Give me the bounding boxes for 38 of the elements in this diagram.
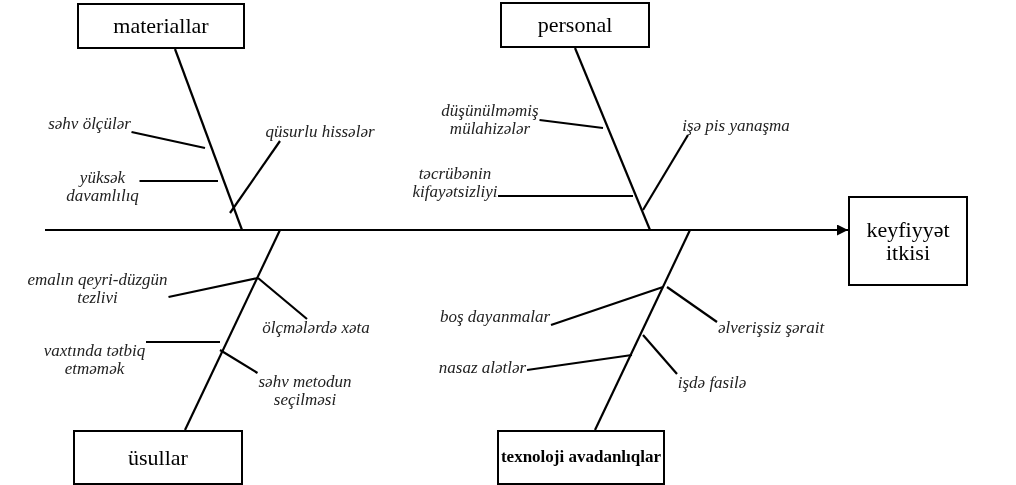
- cause-label: işə pis yanaşma: [681, 117, 791, 135]
- cause-line: [257, 277, 308, 320]
- cause-label: vaxtında tətbiq etməmək: [43, 342, 146, 378]
- cause-line: [642, 134, 689, 211]
- category-box: materiallar: [77, 3, 245, 49]
- bone-line: [184, 229, 281, 431]
- cause-line: [139, 179, 218, 183]
- cause-label: qüsurlu hissələr: [264, 123, 376, 141]
- category-box: personal: [500, 2, 650, 48]
- cause-label: ölçmələrdə xəta: [261, 319, 371, 337]
- cause-line: [131, 130, 206, 150]
- cause-label: əlverişsiz şərait: [717, 319, 825, 337]
- cause-label: boş dayanmalar: [439, 308, 551, 326]
- bone-line: [594, 229, 691, 431]
- cause-line: [498, 194, 633, 198]
- cause-label: düşünülməmiş mülahizələr: [440, 102, 540, 138]
- cause-label: yüksək davamlılıq: [65, 169, 140, 205]
- cause-label: işdə fasilə: [677, 374, 747, 392]
- cause-line: [666, 286, 718, 323]
- cause-label: emalın qeyri-düzgün tezlivi: [26, 271, 169, 307]
- cause-label: səhv ölçülər: [47, 115, 132, 133]
- category-box: üsullar: [73, 430, 243, 485]
- cause-line: [168, 276, 259, 299]
- bone-line: [173, 48, 244, 231]
- cause-line: [219, 349, 259, 374]
- cause-label: təcrübənin kifayətsizliyi: [412, 165, 498, 201]
- bone-line: [574, 47, 651, 231]
- spine-arrow: [45, 224, 848, 236]
- cause-line: [539, 118, 604, 130]
- cause-label: nasaz alətlər: [438, 359, 527, 377]
- cause-line: [642, 334, 678, 375]
- result-box: keyfiyyət itkisi: [848, 196, 968, 286]
- category-box: texnoloji avadanlıqlar: [497, 430, 665, 485]
- cause-line: [550, 285, 664, 327]
- cause-line: [526, 353, 633, 372]
- cause-line: [229, 140, 281, 214]
- cause-line: [146, 340, 220, 344]
- cause-label: səhv metodun seçilməsi: [257, 373, 353, 409]
